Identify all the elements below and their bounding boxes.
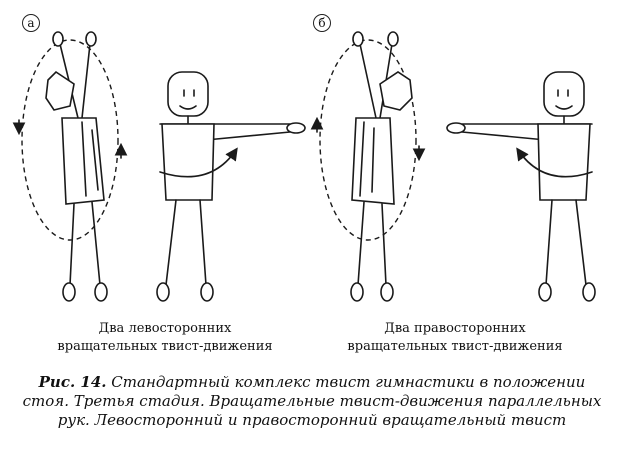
panel-a-subcaption-line2: вращательных твист-движения	[57, 339, 273, 354]
panel-b-side-figure	[310, 31, 426, 302]
hand-icon	[52, 31, 64, 47]
torso-icon	[161, 123, 215, 201]
panel-b-subcaption: Два правосторонних вращательных твист-дв…	[330, 320, 580, 356]
figure-illustration: а б	[12, 14, 596, 302]
panel-b-front-figure	[446, 71, 596, 302]
figure-caption-label: Рис. 14.	[38, 373, 107, 391]
figure-caption: Рис. 14. Стандартный комплекс твист гимн…	[22, 373, 602, 430]
hand-icon	[85, 31, 97, 47]
rotation-path	[319, 39, 417, 241]
foot-icon	[200, 282, 214, 302]
rotation-arrow-icon	[516, 147, 593, 178]
hand-icon	[352, 31, 364, 47]
hand-icon	[446, 122, 466, 134]
foot-icon	[94, 282, 108, 302]
panel-label-b: б	[313, 14, 331, 32]
figure-caption-text: Стандартный комплекс твист гимнастики в …	[22, 373, 602, 429]
hand-icon	[286, 122, 306, 134]
rotation-path	[21, 39, 119, 241]
torso-icon	[537, 123, 591, 201]
panel-a-subcaption: Два левосторонних вращательных твист-дви…	[40, 320, 290, 356]
head-icon	[379, 71, 413, 111]
foot-icon	[380, 282, 394, 302]
panel-a-side-figure	[12, 31, 128, 302]
panel-b-subcaption-line2: вращательных твист-движения	[347, 339, 563, 354]
hand-icon	[387, 31, 399, 47]
foot-icon	[62, 282, 76, 302]
foot-icon	[582, 282, 596, 302]
rotation-arrow-icon	[159, 147, 238, 178]
panel-a-front-figure	[156, 71, 306, 302]
foot-icon	[350, 282, 364, 302]
head-icon	[45, 70, 75, 111]
panel-a-subcaption-line1: Два левосторонних	[98, 321, 232, 336]
panel-label-a: а	[22, 14, 40, 32]
foot-icon	[156, 282, 170, 302]
panel-b-subcaption-line1: Два правосторонних	[384, 321, 526, 336]
foot-icon	[538, 282, 552, 302]
figure-drawing	[12, 31, 596, 302]
